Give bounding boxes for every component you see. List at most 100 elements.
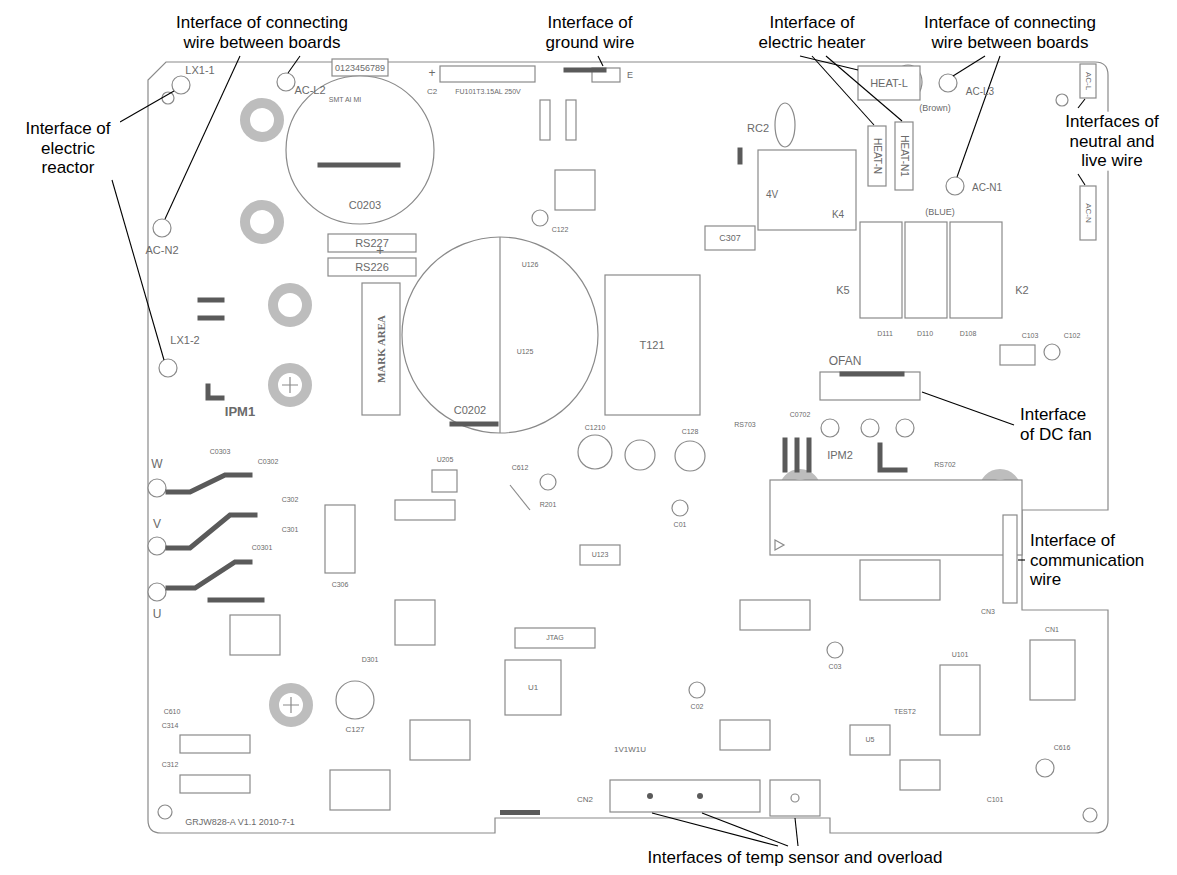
terminal-pad bbox=[148, 583, 166, 601]
silkscreen-label: + bbox=[376, 242, 384, 258]
smd-cluster bbox=[395, 500, 455, 520]
smd-cluster bbox=[330, 770, 390, 810]
silkscreen-label: SMT AI MI bbox=[329, 96, 362, 104]
silkscreen-label: C01 bbox=[674, 521, 687, 529]
callout-text: Interface of connecting wire between boa… bbox=[160, 13, 364, 52]
silkscreen-label: U5 bbox=[866, 736, 875, 744]
silkscreen-label: V bbox=[153, 518, 161, 532]
silkscreen-label: 1V1W1U bbox=[614, 745, 646, 754]
screw-cross bbox=[282, 377, 298, 393]
silkscreen-label: C2 bbox=[427, 87, 437, 96]
silkscreen-label: + bbox=[428, 67, 435, 81]
comm-connector bbox=[1003, 515, 1017, 603]
capacitor-outline bbox=[532, 210, 548, 226]
callout-text: Interface of communication wire bbox=[1028, 531, 1162, 590]
varistor-shape bbox=[775, 103, 795, 147]
silkscreen-label: AC-N2 bbox=[145, 244, 178, 257]
silkscreen-label: AC-L3 bbox=[966, 86, 994, 98]
mounting-hole bbox=[158, 805, 172, 819]
silkscreen-label: U bbox=[153, 608, 162, 622]
terminal-pad bbox=[172, 76, 190, 94]
silkscreen-label: U123 bbox=[592, 551, 609, 559]
chip-box bbox=[555, 170, 595, 210]
transformer-box bbox=[605, 275, 700, 415]
leader-line bbox=[1018, 559, 1025, 560]
heater-connector bbox=[858, 66, 920, 100]
silkscreen-label: C616 bbox=[1054, 744, 1071, 752]
silkscreen-label: HEAT-N bbox=[871, 138, 883, 174]
leader-line bbox=[1078, 174, 1085, 185]
fuse-box bbox=[440, 66, 535, 82]
resistor-box bbox=[566, 100, 576, 140]
silkscreen-label: 0123456789 bbox=[335, 63, 385, 73]
leader-line bbox=[165, 56, 240, 219]
jtag-header bbox=[515, 628, 595, 648]
chip-box bbox=[940, 665, 980, 735]
ipm-lead bbox=[880, 445, 905, 470]
silkscreen-label: D110 bbox=[917, 330, 933, 338]
silkscreen-label: W bbox=[151, 458, 162, 472]
relay-box bbox=[758, 150, 856, 230]
silk-mark bbox=[200, 300, 222, 318]
capacitor-outline bbox=[1036, 759, 1054, 777]
silkscreen-label: AC-N1 bbox=[972, 182, 1002, 194]
mounting-hole bbox=[162, 92, 174, 104]
fan-connector bbox=[820, 372, 920, 400]
leader-line bbox=[112, 180, 164, 360]
mounting-hole bbox=[1056, 94, 1068, 106]
silkscreen-label: HEAT-L bbox=[870, 77, 908, 90]
capacitor-outline bbox=[672, 500, 688, 516]
screw-ring bbox=[274, 688, 308, 722]
capacitor-mark bbox=[452, 422, 496, 427]
leader-line bbox=[812, 56, 874, 125]
silkscreen-label: T121 bbox=[639, 339, 664, 352]
silkscreen-label: K4 bbox=[832, 209, 844, 221]
resistor-box bbox=[540, 100, 550, 140]
leader-line bbox=[288, 56, 300, 73]
resistor-symbol bbox=[510, 485, 530, 510]
silkscreen-label: C0203 bbox=[349, 199, 381, 212]
connector-pin bbox=[697, 793, 703, 799]
silkscreen-label: C312 bbox=[162, 761, 179, 769]
capacitor-outline bbox=[689, 682, 705, 698]
relay-box bbox=[905, 222, 947, 318]
silkscreen-label: C103 bbox=[1022, 332, 1039, 340]
capacitor-outline bbox=[896, 419, 914, 437]
terminal-pad bbox=[946, 177, 964, 195]
silkscreen-label: C101 bbox=[987, 796, 1004, 804]
silkscreen-label: C0202 bbox=[454, 404, 486, 417]
leader-line bbox=[120, 91, 174, 122]
silkscreen-label: D108 bbox=[960, 330, 977, 338]
capacitor-box bbox=[705, 226, 755, 250]
smd-cluster bbox=[395, 600, 435, 645]
silkscreen-label: D301 bbox=[362, 656, 379, 664]
leader-line bbox=[922, 392, 1014, 425]
silkscreen-label: E bbox=[627, 70, 633, 80]
capacitor-mark bbox=[499, 237, 500, 433]
screw-ring bbox=[273, 288, 307, 322]
chip-box bbox=[505, 660, 561, 715]
smd-cluster bbox=[860, 560, 940, 600]
silkscreen-label: U205 bbox=[437, 456, 454, 464]
silkscreen-label: AC-L bbox=[1083, 72, 1092, 90]
chip-box bbox=[580, 545, 620, 565]
smd-cluster bbox=[1000, 345, 1035, 365]
pin-marker bbox=[775, 540, 784, 550]
ground-mark bbox=[566, 68, 604, 73]
leader-line bbox=[957, 56, 1000, 177]
silkscreen-label: U125 bbox=[517, 348, 534, 356]
terminal-pad bbox=[148, 537, 166, 555]
silkscreen-label: C0702 bbox=[790, 411, 811, 419]
smd-cluster bbox=[720, 720, 770, 750]
capacitor-box bbox=[325, 505, 355, 573]
silkscreen-label: CN3 bbox=[981, 608, 995, 616]
screw-ring bbox=[273, 368, 307, 402]
leader-line bbox=[953, 56, 985, 76]
wire-connector bbox=[1080, 186, 1096, 240]
silkscreen-label: C0303 bbox=[210, 448, 231, 456]
silkscreen-label: U101 bbox=[952, 651, 969, 659]
silk-mark bbox=[208, 386, 222, 398]
silkscreen-label: CN2 bbox=[577, 795, 593, 804]
capacitor-outline bbox=[336, 681, 374, 719]
